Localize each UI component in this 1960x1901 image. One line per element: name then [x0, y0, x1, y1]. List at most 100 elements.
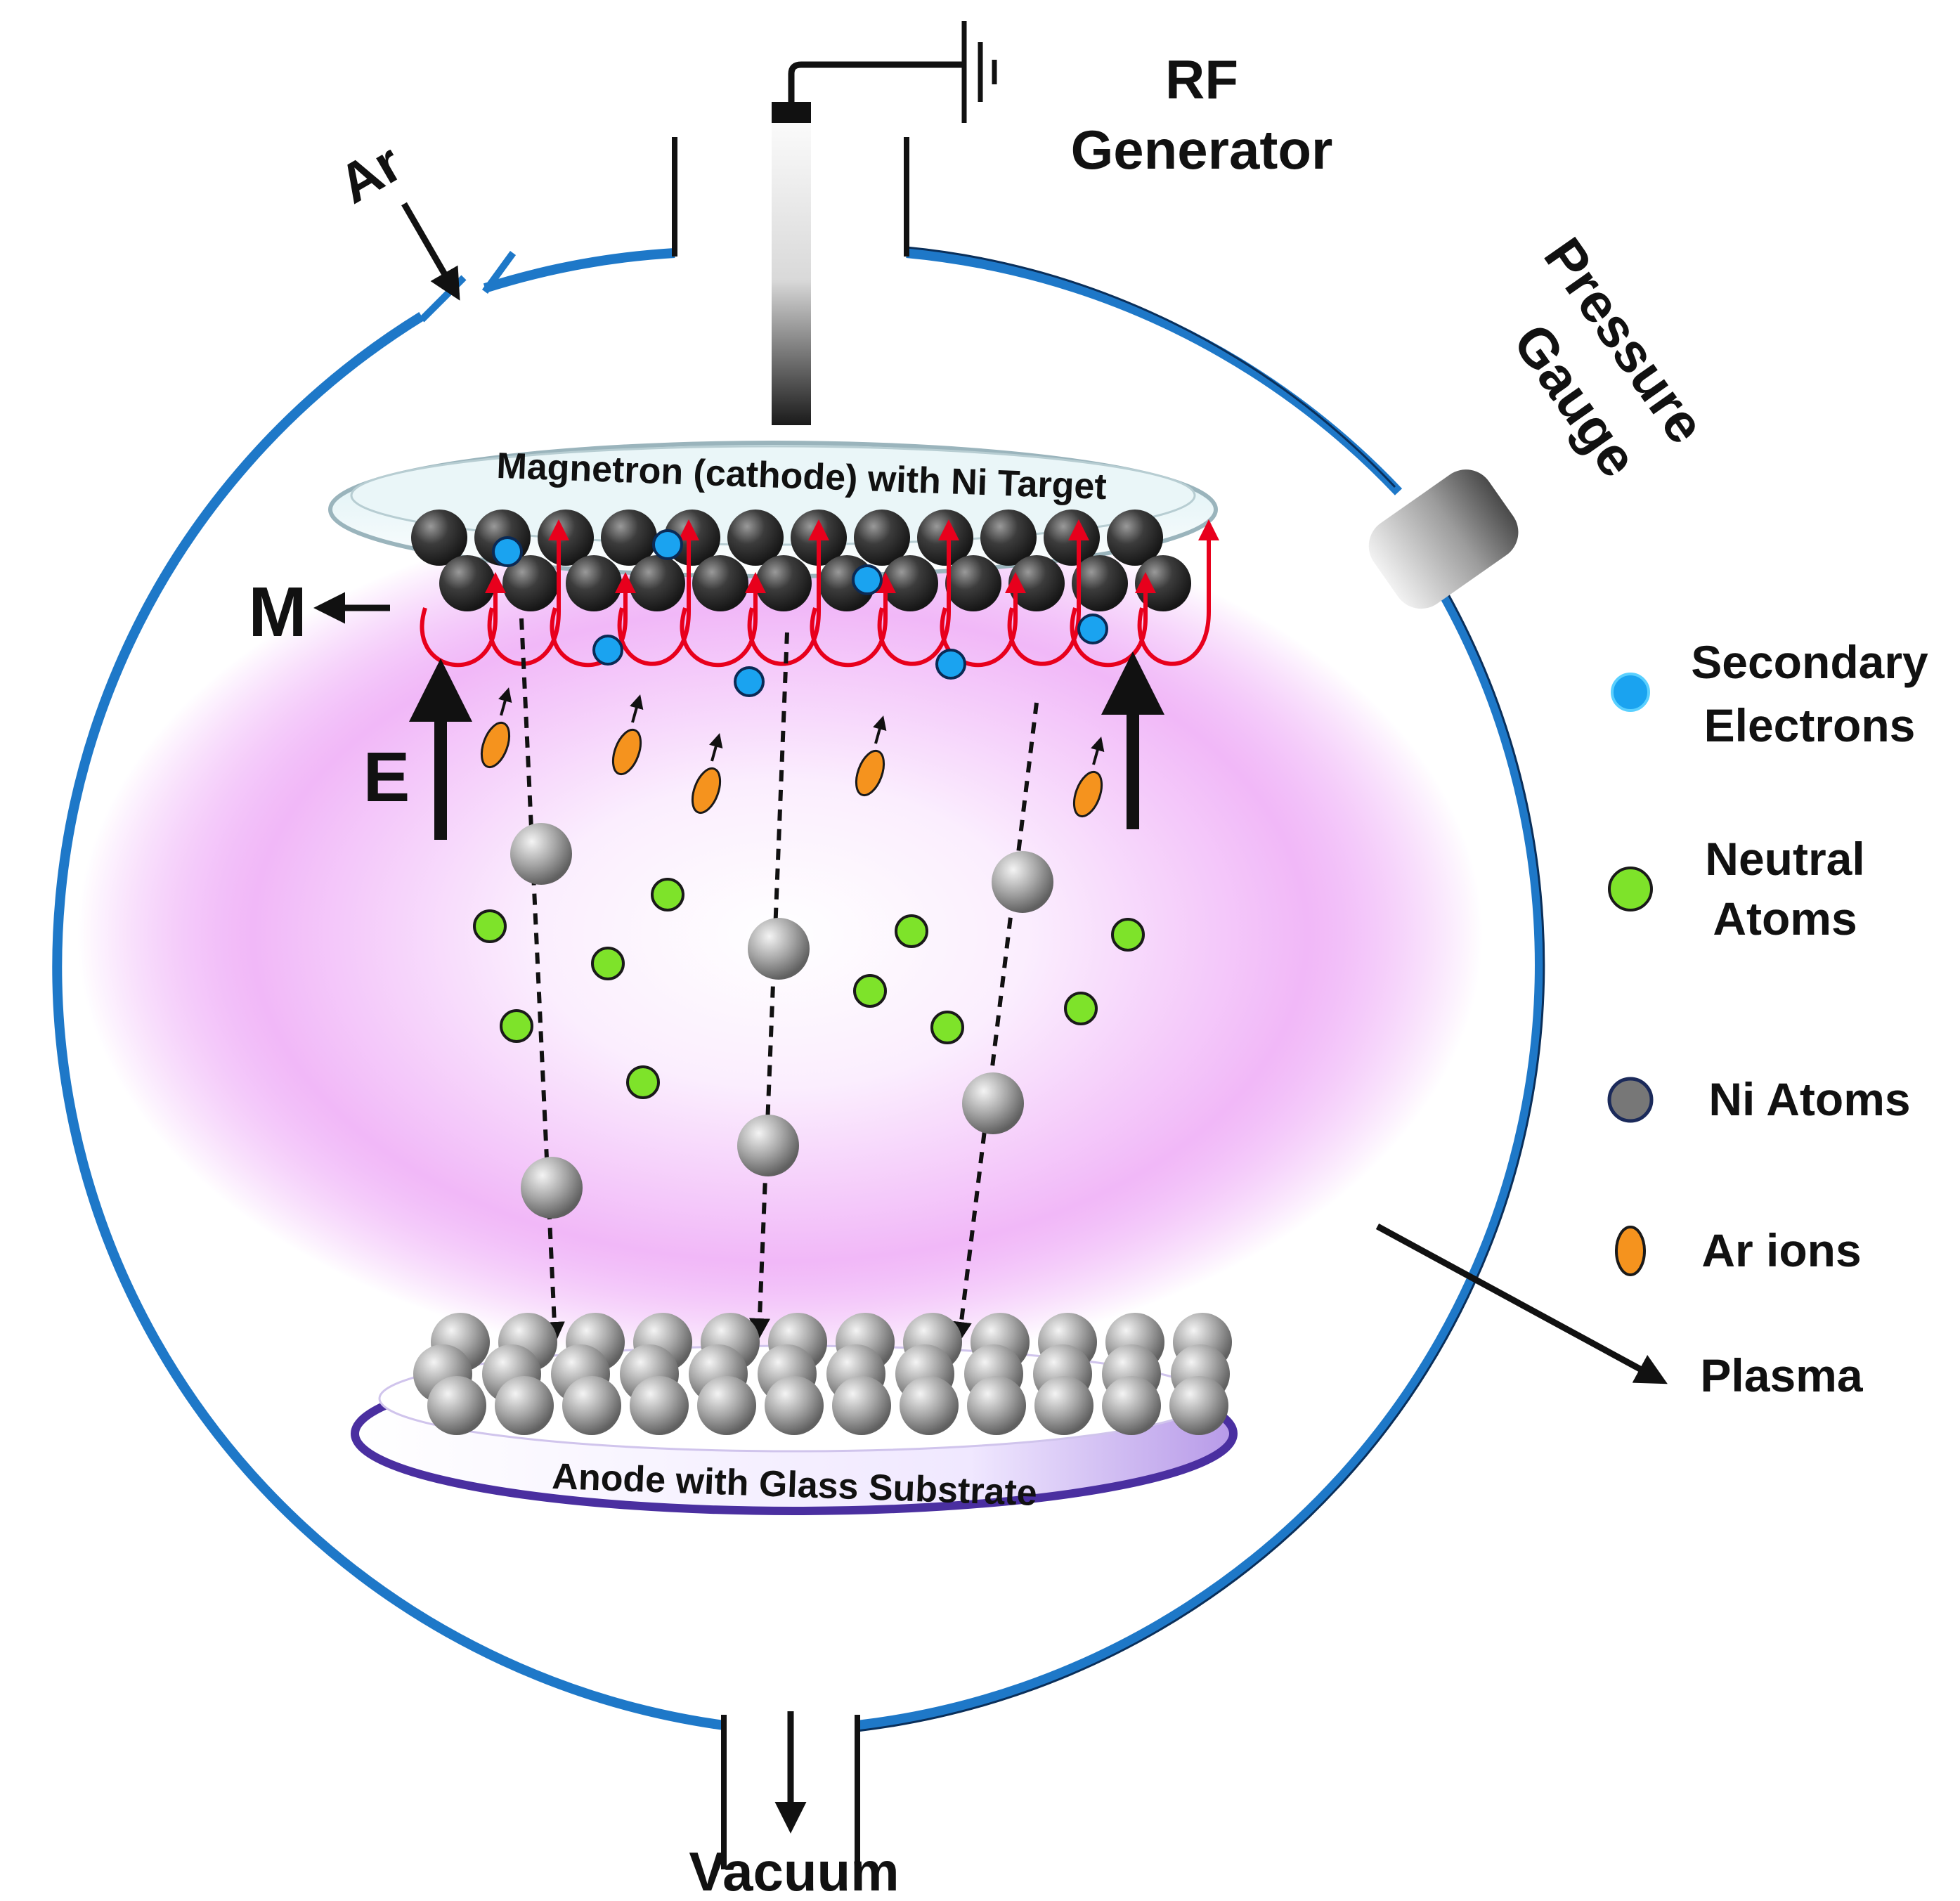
neutral-atom — [473, 909, 507, 943]
plasma-label: Plasma — [1700, 1349, 1863, 1401]
electron-loop — [940, 572, 1026, 668]
ar-ion — [611, 728, 642, 776]
deposited-ni-film — [413, 1313, 1232, 1435]
secondary-electron — [592, 635, 623, 666]
rf-rod-cap — [772, 102, 811, 123]
secondary-electron — [652, 529, 683, 560]
ar-inlet-label: Ar — [328, 131, 412, 216]
deposited-ni-atom — [900, 1376, 959, 1435]
secondary-electron — [1077, 614, 1108, 644]
secondary-electron — [935, 649, 966, 680]
ar-ion-arrow — [1091, 737, 1105, 765]
neutral-atom — [1064, 992, 1098, 1025]
rf-cable — [788, 61, 963, 102]
ni-target-atom — [692, 555, 748, 611]
ni-target-atom — [980, 510, 1037, 566]
vacuum-port — [721, 1715, 860, 1869]
secondary-electron — [734, 666, 765, 697]
neutral-atom — [651, 878, 684, 911]
pressure-gauge — [1368, 469, 1519, 609]
chamber-wall-inner — [857, 246, 1545, 1732]
deposited-ni-atom — [495, 1376, 554, 1435]
legend-secondary-electrons-label-line2: Electrons — [1704, 699, 1916, 751]
ar-ion-arrow — [873, 715, 887, 744]
sputtered-ni-atom — [521, 1157, 583, 1219]
ni-target-atom — [601, 510, 657, 566]
deposited-ni-atom — [1102, 1376, 1161, 1435]
neutral-atom — [895, 914, 928, 948]
electron-loop — [810, 572, 896, 668]
secondary-electrons — [492, 529, 1108, 697]
ni-target-atom — [1135, 555, 1191, 611]
ni-target-atom — [1008, 555, 1065, 611]
ar-ion-arrow — [498, 687, 512, 716]
secondary-electron — [852, 564, 883, 595]
rf-generator-label-line2: Generator — [1071, 119, 1333, 181]
legend-neutral-atoms-label-line1: Neutral — [1705, 833, 1864, 885]
electron-loop — [550, 572, 636, 668]
neutral-atoms — [473, 878, 1145, 1099]
sputtered-ni-atoms — [510, 823, 1053, 1219]
ar-ion — [691, 767, 722, 815]
deposited-ni-atom — [697, 1376, 756, 1435]
neutral-atom — [930, 1011, 964, 1044]
legend-ni-atom-icon — [1607, 1077, 1654, 1123]
ni-target-atom — [854, 510, 910, 566]
legend-ni-atoms-label: Ni Atoms — [1708, 1073, 1910, 1125]
deposited-ni-atom — [427, 1376, 486, 1435]
ar-ion — [480, 721, 511, 769]
sputtered-ni-atom — [737, 1115, 799, 1176]
neutral-atom — [853, 974, 887, 1008]
top-port — [672, 137, 909, 257]
legend-ar-ions-label: Ar ions — [1701, 1224, 1861, 1276]
sputtered-ni-atom — [510, 823, 572, 885]
sputtered-ni-atom — [992, 851, 1053, 913]
legend-neutral-atoms-label-line2: Atoms — [1713, 893, 1857, 945]
neutral-atom — [591, 947, 625, 980]
neutral-atom — [1111, 918, 1145, 952]
electron-loop — [747, 519, 829, 666]
e-field-label: E — [363, 738, 410, 817]
ni-target-atom — [945, 555, 1001, 611]
electron-loop — [1007, 519, 1089, 666]
ar-ion — [1072, 770, 1103, 818]
deposited-ni-atom — [630, 1376, 689, 1435]
ni-target-atom — [755, 555, 812, 611]
ar-ion-arrow — [709, 733, 723, 762]
ar-ion — [855, 749, 885, 797]
ar-inlet-arrow — [401, 202, 460, 301]
m-field-label: M — [248, 573, 306, 651]
neutral-atom — [626, 1065, 660, 1099]
ni-target-atom — [411, 510, 467, 566]
sputter-path — [519, 618, 565, 1343]
deposited-ni-atom — [832, 1376, 891, 1435]
chamber-wall — [52, 248, 1545, 1730]
ni-target-atoms — [411, 510, 1191, 611]
sputter-trajectories — [519, 618, 1039, 1343]
electron-loop — [680, 572, 766, 668]
legend-secondary-electrons-label-line1: Secondary — [1691, 636, 1928, 688]
rf-feedthrough-rod — [772, 102, 811, 425]
electron-loop — [1137, 519, 1219, 666]
deposited-ni-atom — [1034, 1376, 1093, 1435]
deposited-ni-atom — [765, 1376, 824, 1435]
ni-target-atom — [439, 555, 495, 611]
deposited-ni-atom — [562, 1376, 621, 1435]
sputtered-ni-atom — [962, 1072, 1024, 1134]
plasma-pointer-arrow — [1375, 1224, 1668, 1384]
vacuum-label: Vacuum — [689, 1841, 899, 1901]
legend-neutral-atom-icon — [1608, 867, 1653, 911]
ground-symbol — [961, 21, 997, 123]
legend-secondary-electron-icon — [1611, 673, 1650, 712]
ni-target-atom — [1072, 555, 1128, 611]
legend-ar-ion-icon — [1615, 1226, 1646, 1276]
rf-generator-label-line1: RF — [1165, 48, 1238, 110]
ni-target-atom — [629, 555, 685, 611]
electron-loop — [877, 519, 959, 666]
electron-trajectories — [420, 519, 1219, 668]
ni-target-atom — [1107, 510, 1163, 566]
sputtered-ni-atom — [748, 918, 810, 980]
secondary-electron — [492, 536, 523, 567]
deposited-ni-atom — [967, 1376, 1026, 1435]
